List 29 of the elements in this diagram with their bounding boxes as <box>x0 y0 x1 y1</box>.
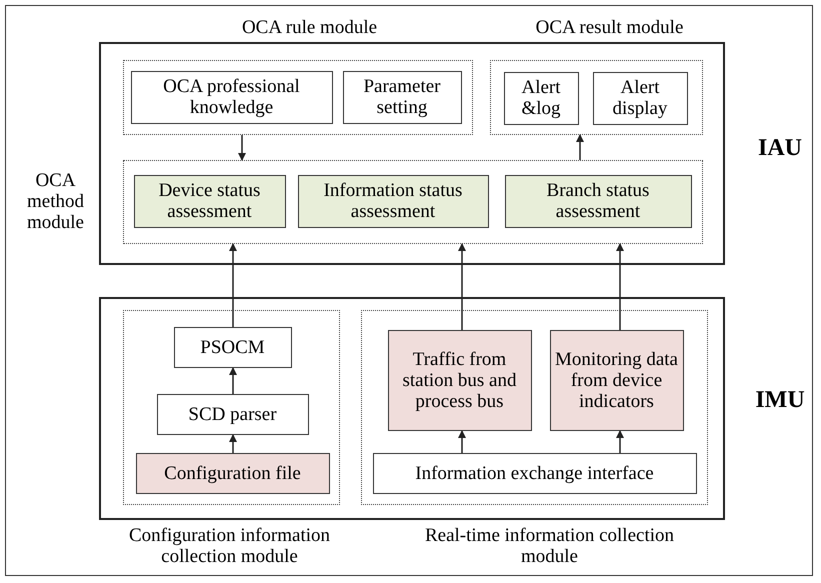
module-label: Configuration information collection module <box>128 524 332 566</box>
module-label: OCA method module <box>26 170 85 232</box>
arrow <box>458 243 466 330</box>
process-box: Alert &log <box>504 72 578 124</box>
module-label: OCA rule module <box>240 16 378 38</box>
arrow <box>576 134 584 160</box>
unit-label: IMU <box>754 390 806 411</box>
process-box: Information status assessment <box>298 174 488 228</box>
arrow <box>229 367 237 394</box>
arrow <box>238 135 246 161</box>
process-box: OCA professional knowledge <box>130 70 332 124</box>
process-box: Branch status assessment <box>504 174 692 228</box>
arrow <box>458 430 466 453</box>
arrow <box>616 243 624 330</box>
process-box: Configuration file <box>136 452 330 494</box>
process-box: SCD parser <box>156 394 308 434</box>
arrow <box>616 430 624 453</box>
process-box: PSOCM <box>174 326 292 368</box>
arrow <box>229 434 237 453</box>
process-box: Alert display <box>592 72 688 124</box>
process-box: Parameter setting <box>342 70 462 124</box>
process-box: Information exchange interface <box>372 452 696 494</box>
process-box: Traffic from station bus and process bus <box>388 330 532 430</box>
process-box: Monitoring data from device indicators <box>550 330 684 430</box>
module-label: OCA result module <box>534 16 684 38</box>
unit-label: IAU <box>756 138 803 159</box>
module-label: Real-time information collection module <box>424 524 676 566</box>
arrow <box>229 243 237 327</box>
process-box: Device status assessment <box>134 174 286 228</box>
